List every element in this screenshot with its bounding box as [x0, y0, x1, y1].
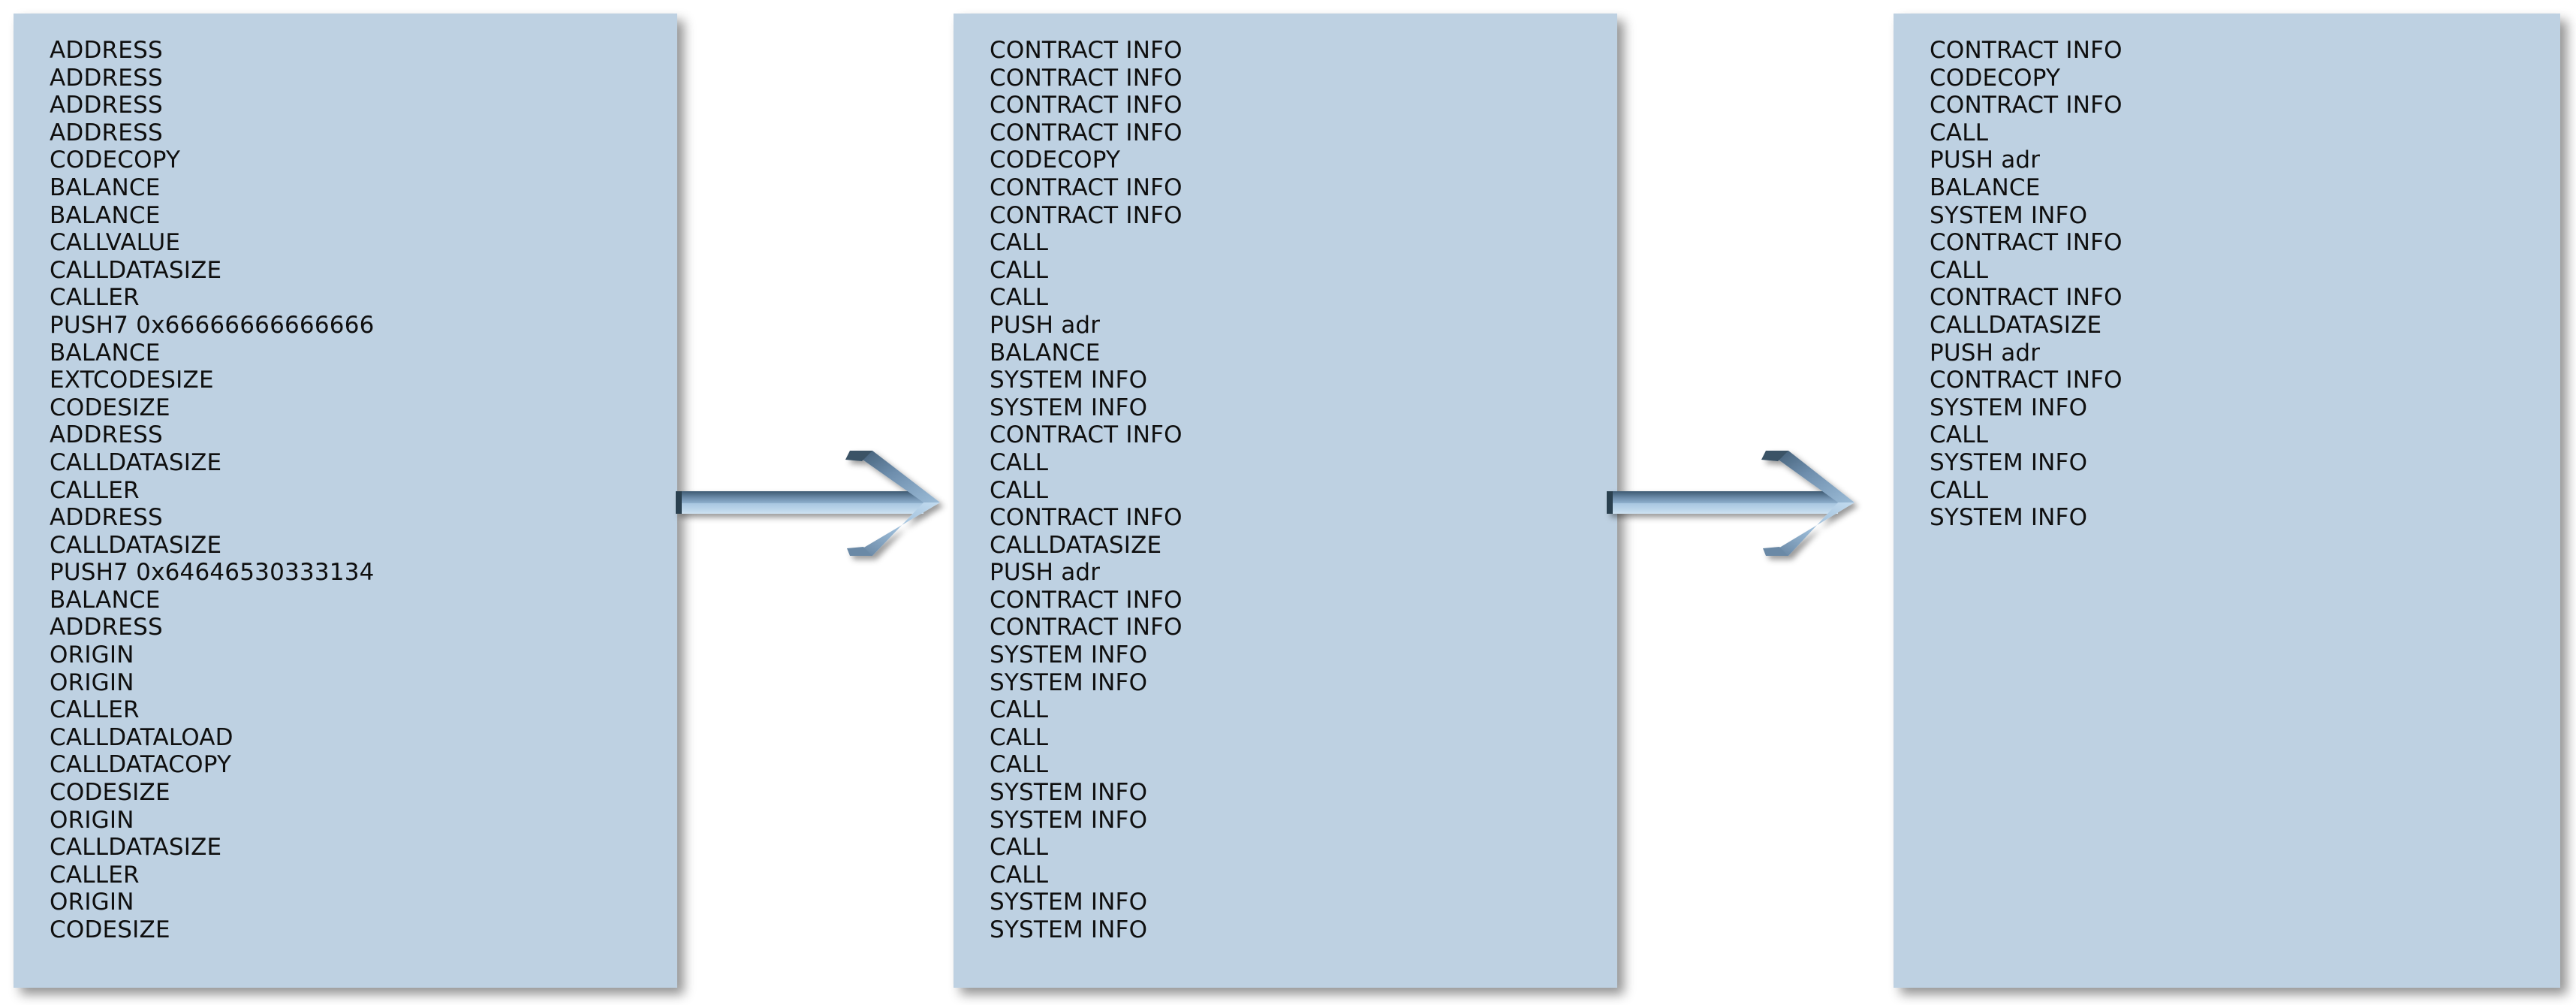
opcode-line: PUSH adr	[1930, 339, 2041, 367]
opcode-line: CALLDATASIZE	[50, 834, 222, 862]
opcode-line: SYSTEM INFO	[990, 779, 1148, 807]
opcode-line: CALLDATASIZE	[50, 448, 222, 476]
opcode-line: PUSH adr	[1930, 146, 2041, 174]
opcode-line: SYSTEM INFO	[990, 916, 1148, 943]
opcode-line: CONTRACT INFO	[990, 586, 1183, 614]
opcode-line: CONTRACT INFO	[1930, 367, 2123, 394]
opcode-line: ADDRESS	[50, 119, 163, 146]
opcode-line: CODESIZE	[50, 779, 170, 807]
opcode-line: CODESIZE	[50, 394, 170, 421]
opcode-line: ORIGIN	[50, 641, 134, 669]
opcode-line: BALANCE	[50, 201, 161, 229]
opcode-line: SYSTEM INFO	[990, 668, 1148, 696]
opcode-line: CALL	[990, 229, 1049, 257]
opcode-line: CALLVALUE	[50, 229, 181, 257]
opcode-line: CALL	[990, 834, 1049, 862]
opcode-line: BALANCE	[50, 339, 161, 367]
right-arrow-icon	[1607, 451, 1854, 556]
opcode-line: CALLDATASIZE	[50, 256, 222, 284]
opcode-line: CODESIZE	[50, 916, 170, 943]
opcode-line: CODECOPY	[1930, 64, 2061, 92]
opcode-line: PUSH7 0x64646530333134	[50, 559, 375, 587]
opcode-line: CALLDATASIZE	[1930, 311, 2102, 339]
opcode-line: ADDRESS	[50, 37, 163, 64]
opcode-line: CALLDATASIZE	[50, 531, 222, 559]
opcode-line: CODECOPY	[50, 146, 181, 174]
opcode-line: PUSH7 0x66666666666666	[50, 311, 375, 339]
opcode-line: CALL	[1930, 256, 1989, 284]
opcode-line: ADDRESS	[50, 614, 163, 641]
opcode-line: CONTRACT INFO	[1930, 284, 2123, 312]
opcode-line: CONTRACT INFO	[990, 174, 1183, 201]
opcode-line: SYSTEM INFO	[990, 367, 1148, 394]
opcode-line: CALLDATACOPY	[50, 751, 232, 779]
opcode-line: CONTRACT INFO	[990, 37, 1183, 64]
opcode-line: SYSTEM INFO	[1930, 394, 2088, 421]
opcode-line: CALL	[990, 256, 1049, 284]
opcode-line: ADDRESS	[50, 64, 163, 92]
opcode-line: CONTRACT INFO	[1930, 229, 2123, 257]
opcode-line: PUSH adr	[990, 311, 1101, 339]
opcode-line: CALL	[990, 696, 1049, 724]
flow-arrow-stage1-to-stage2	[676, 445, 940, 562]
opcode-line: CALLDATASIZE	[990, 531, 1162, 559]
opcode-line: ORIGIN	[50, 889, 134, 916]
opcode-line: BALANCE	[990, 339, 1101, 367]
opcode-line: ADDRESS	[50, 421, 163, 449]
opcode-line: CALLDATALOAD	[50, 723, 233, 751]
opcode-line: CONTRACT INFO	[1930, 37, 2123, 64]
opcode-line: SYSTEM INFO	[990, 806, 1148, 834]
flow-arrow-stage2-to-stage3	[1607, 445, 1854, 562]
opcode-line: CALLER	[50, 284, 140, 312]
opcode-line: CALL	[990, 448, 1049, 476]
opcode-line: CALL	[990, 861, 1049, 889]
opcode-line: CONTRACT INFO	[990, 201, 1183, 229]
opcode-line: ADDRESS	[50, 504, 163, 532]
opcode-line: BALANCE	[50, 586, 161, 614]
opcode-line: PUSH adr	[990, 559, 1101, 587]
opcode-line: ADDRESS	[50, 92, 163, 119]
opcode-line: CALLER	[50, 476, 140, 504]
opcode-line: CALLER	[50, 696, 140, 724]
opcode-line: CONTRACT INFO	[990, 119, 1183, 146]
opcode-line: SYSTEM INFO	[990, 641, 1148, 669]
opcode-line: CALL	[990, 751, 1049, 779]
opcode-line: CONTRACT INFO	[990, 64, 1183, 92]
opcode-line: SYSTEM INFO	[990, 889, 1148, 916]
opcode-line: CODECOPY	[990, 146, 1121, 174]
opcode-line: CONTRACT INFO	[990, 92, 1183, 119]
opcode-line: CONTRACT INFO	[990, 421, 1183, 449]
opcode-line: ORIGIN	[50, 806, 134, 834]
opcode-line: CONTRACT INFO	[990, 614, 1183, 641]
opcode-line: CALL	[1930, 476, 1989, 504]
opcode-line: SYSTEM INFO	[990, 394, 1148, 421]
opcode-line: SYSTEM INFO	[1930, 201, 2088, 229]
opcode-line: EXTCODESIZE	[50, 367, 214, 394]
opcode-line: CONTRACT INFO	[1930, 92, 2123, 119]
opcode-line: BALANCE	[1930, 174, 2041, 201]
opcode-line: CALL	[990, 476, 1049, 504]
opcode-line: BALANCE	[50, 174, 161, 201]
opcode-line: CONTRACT INFO	[990, 504, 1183, 532]
opcode-line: CALL	[990, 284, 1049, 312]
opcode-line: CALL	[990, 723, 1049, 751]
right-arrow-icon	[676, 451, 940, 556]
opcode-line: SYSTEM INFO	[1930, 504, 2088, 532]
opcode-line: CALL	[1930, 119, 1989, 146]
opcode-line: ORIGIN	[50, 668, 134, 696]
opcode-line: CALL	[1930, 421, 1989, 449]
opcode-line: SYSTEM INFO	[1930, 448, 2088, 476]
opcode-line: CALLER	[50, 861, 140, 889]
